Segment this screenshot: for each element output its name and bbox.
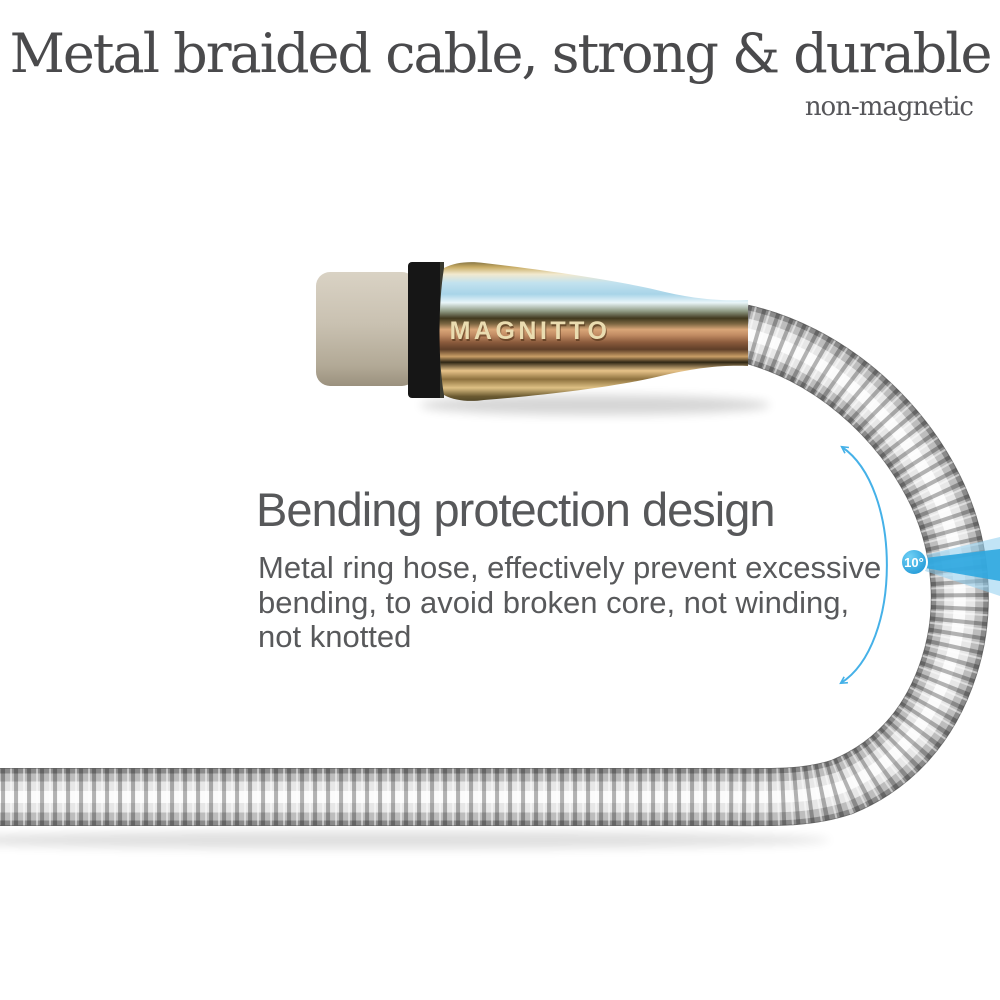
feature-heading: Bending protection design bbox=[256, 483, 776, 536]
angle-badge-label: 10° bbox=[904, 555, 924, 570]
feature-description-line: not knotted bbox=[258, 619, 412, 654]
bend-annotation: 10° bbox=[841, 447, 1000, 683]
plug-collar bbox=[408, 262, 444, 398]
feature-description-line: Metal ring hose, effectively prevent exc… bbox=[258, 550, 882, 585]
angle-badge-circle bbox=[900, 548, 928, 576]
angle-beam-core bbox=[925, 549, 1000, 581]
feature-description-line: bending, to avoid broken core, not windi… bbox=[258, 584, 850, 620]
bend-arc-arrow bbox=[841, 447, 888, 683]
brand-label-shadow: MAGNITTO bbox=[451, 319, 612, 347]
feature-description: Metal ring hose, effectively prevent exc… bbox=[258, 550, 882, 655]
brand-label: MAGNITTO bbox=[450, 317, 611, 345]
connector-barrel bbox=[439, 262, 748, 401]
usb-c-plug-tip bbox=[316, 272, 416, 386]
connector-shadow bbox=[420, 395, 770, 415]
usb-c-connector: MAGNITTO MAGNITTO bbox=[316, 262, 748, 401]
angle-badge: 10° bbox=[900, 548, 928, 576]
subtitle-non-magnetic: non-magnetic bbox=[804, 92, 974, 122]
page-title: Metal braided cable, strong & durable bbox=[9, 22, 993, 85]
cable-shadow bbox=[0, 831, 830, 849]
